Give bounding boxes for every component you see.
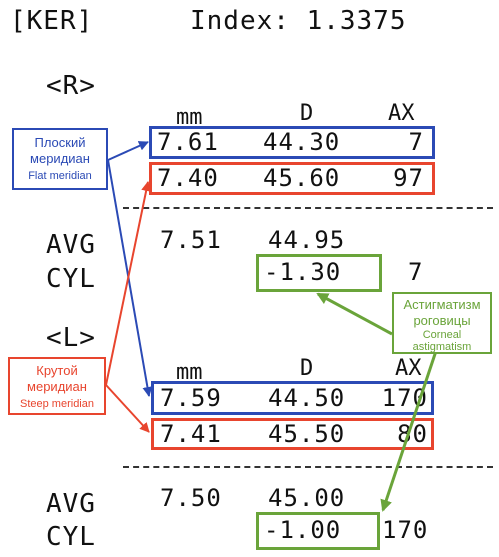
right-cyl-d: -1.30 (264, 258, 342, 286)
left-avg-d: 45.00 (268, 484, 346, 512)
steep-meridian-callout: Крутой меридиан Steep meridian (8, 357, 106, 415)
right-avg-d: 44.95 (268, 226, 346, 254)
right-col-mm: mm (176, 105, 203, 130)
right-eye-label: <R> (46, 71, 96, 101)
right-avg-mm: 7.51 (160, 226, 222, 254)
left-eye-label: <L> (46, 323, 96, 353)
left-avg-label: AVG (46, 489, 96, 519)
right-row2-d: 45.60 (263, 164, 341, 192)
right-col-ax: AX (388, 101, 415, 126)
left-avg-mm: 7.50 (160, 484, 222, 512)
right-avg-label: AVG (46, 230, 96, 260)
steep-meridian-en: Steep meridian (20, 398, 94, 410)
flat-arrow-right-eye (107, 141, 149, 161)
left-col-mm: mm (176, 360, 203, 385)
corneal-astigmatism-en: Corneal astigmatism (412, 329, 472, 353)
right-row2-ax: 97 (393, 164, 424, 192)
left-row2-ax: 80 (397, 420, 428, 448)
left-cyl-d: -1.00 (264, 516, 342, 544)
left-row1-d: 44.50 (268, 384, 346, 412)
left-cyl-box (256, 512, 380, 550)
astig-arrow-right-eye (316, 292, 393, 336)
right-row1-d: 44.30 (263, 128, 341, 156)
flat-meridian-callout: Плоский меридиан Flat meridian (12, 128, 108, 190)
corneal-astigmatism-callout: Астигматизм роговицы Corneal astigmatism (392, 292, 492, 354)
right-col-d: D (300, 101, 314, 126)
right-row2-mm: 7.40 (157, 164, 219, 192)
left-col-ax: AX (395, 356, 422, 381)
right-row1-ax: 7 (408, 128, 424, 156)
right-cyl-box (256, 254, 382, 292)
left-row1-ax: 170 (381, 384, 428, 412)
ker-label: [KER] (10, 6, 94, 36)
corneal-astigmatism-ru: Астигматизм роговицы (403, 297, 481, 328)
steep-arrow-right-eye (105, 181, 152, 386)
flat-meridian-en: Flat meridian (28, 170, 92, 182)
left-row2-d: 45.50 (268, 420, 346, 448)
flat-meridian-ru: Плоский меридиан (30, 135, 90, 166)
steep-arrow-left-eye (105, 384, 150, 433)
right-row1-mm: 7.61 (157, 128, 219, 156)
right-cyl-ax: 7 (408, 258, 424, 286)
right-cyl-label: CYL (46, 264, 96, 294)
steep-meridian-ru: Крутой меридиан (27, 363, 87, 394)
index-value: Index: 1.3375 (190, 6, 407, 36)
left-col-d: D (300, 356, 314, 381)
left-cyl-ax: 170 (382, 516, 429, 544)
right-steep-row-box (149, 162, 435, 195)
right-flat-row-box (149, 126, 435, 159)
left-row2-mm: 7.41 (160, 420, 222, 448)
left-cyl-label: CYL (46, 522, 96, 552)
right-divider (123, 207, 493, 209)
left-divider (123, 466, 493, 468)
left-row1-mm: 7.59 (160, 384, 222, 412)
flat-arrow-left-eye (107, 159, 153, 397)
